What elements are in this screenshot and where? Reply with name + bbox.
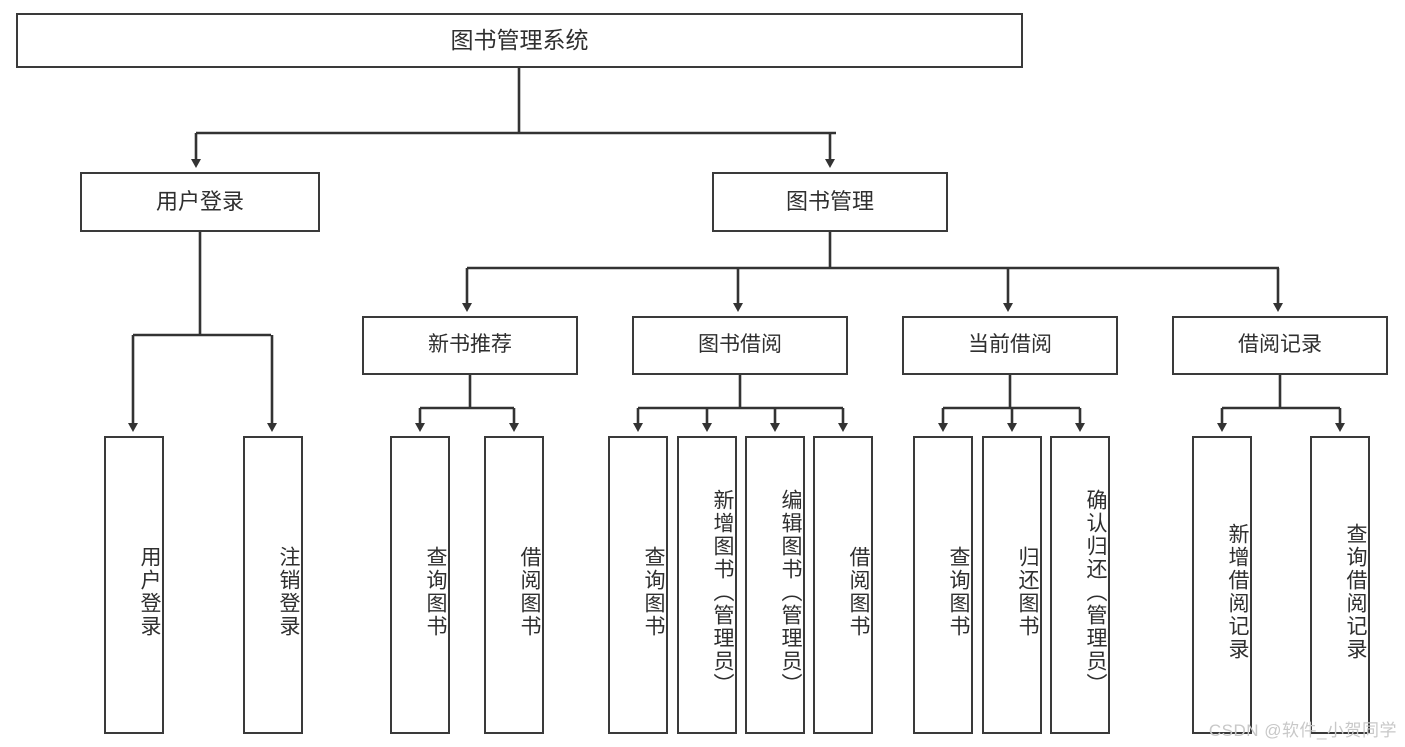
node-label: 确认归还（管理员） <box>1084 488 1107 696</box>
node-label: 查询图书 <box>642 546 665 638</box>
node-label: 查询图书 <box>424 546 447 638</box>
node-label: 查询借阅记录 <box>1344 523 1367 661</box>
node-label: 用户登录 <box>155 189 244 215</box>
node-label: 借阅记录 <box>1238 333 1322 357</box>
leaf-query-books-borrow[interactable]: 查询图书 <box>608 436 668 734</box>
node-current-borrow[interactable]: 当前借阅 <box>902 316 1118 375</box>
node-label: 借阅图书 <box>518 546 541 638</box>
leaf-borrow-books[interactable]: 借阅图书 <box>813 436 873 734</box>
leaf-borrow-books-recommend[interactable]: 借阅图书 <box>484 436 544 734</box>
node-label: 图书管理 <box>785 189 874 215</box>
node-borrow-records[interactable]: 借阅记录 <box>1172 316 1388 375</box>
node-book-management[interactable]: 图书管理 <box>712 172 948 232</box>
node-label: 图书借阅 <box>698 333 782 357</box>
leaf-confirm-return-admin[interactable]: 确认归还（管理员） <box>1050 436 1110 734</box>
leaf-query-borrow-record[interactable]: 查询借阅记录 <box>1310 436 1370 734</box>
node-label: 编辑图书（管理员） <box>779 488 802 696</box>
leaf-logout-login[interactable]: 注销登录 <box>243 436 303 734</box>
leaf-add-book-admin[interactable]: 新增图书（管理员） <box>677 436 737 734</box>
node-user-login[interactable]: 用户登录 <box>80 172 320 232</box>
node-label: 注销登录 <box>277 546 300 638</box>
leaf-return-books[interactable]: 归还图书 <box>982 436 1042 734</box>
node-root-system[interactable]: 图书管理系统 <box>16 13 1023 68</box>
node-label: 新增借阅记录 <box>1226 523 1249 661</box>
leaf-query-books-current[interactable]: 查询图书 <box>913 436 973 734</box>
node-new-book-recommend[interactable]: 新书推荐 <box>362 316 578 375</box>
node-label: 用户登录 <box>138 546 161 638</box>
leaf-query-books-recommend[interactable]: 查询图书 <box>390 436 450 734</box>
node-label: 新增图书（管理员） <box>711 488 734 696</box>
node-label: 新书推荐 <box>428 333 512 357</box>
node-label: 归还图书 <box>1016 546 1039 638</box>
watermark: CSDN @软件_小贺同学 <box>1208 721 1397 740</box>
node-label: 查询图书 <box>947 546 970 638</box>
node-label: 图书管理系统 <box>450 27 589 54</box>
leaf-edit-book-admin[interactable]: 编辑图书（管理员） <box>745 436 805 734</box>
node-book-borrow[interactable]: 图书借阅 <box>632 316 848 375</box>
leaf-add-borrow-record[interactable]: 新增借阅记录 <box>1192 436 1252 734</box>
node-label: 当前借阅 <box>968 333 1052 357</box>
leaf-user-login[interactable]: 用户登录 <box>104 436 164 734</box>
node-label: 借阅图书 <box>847 546 870 638</box>
